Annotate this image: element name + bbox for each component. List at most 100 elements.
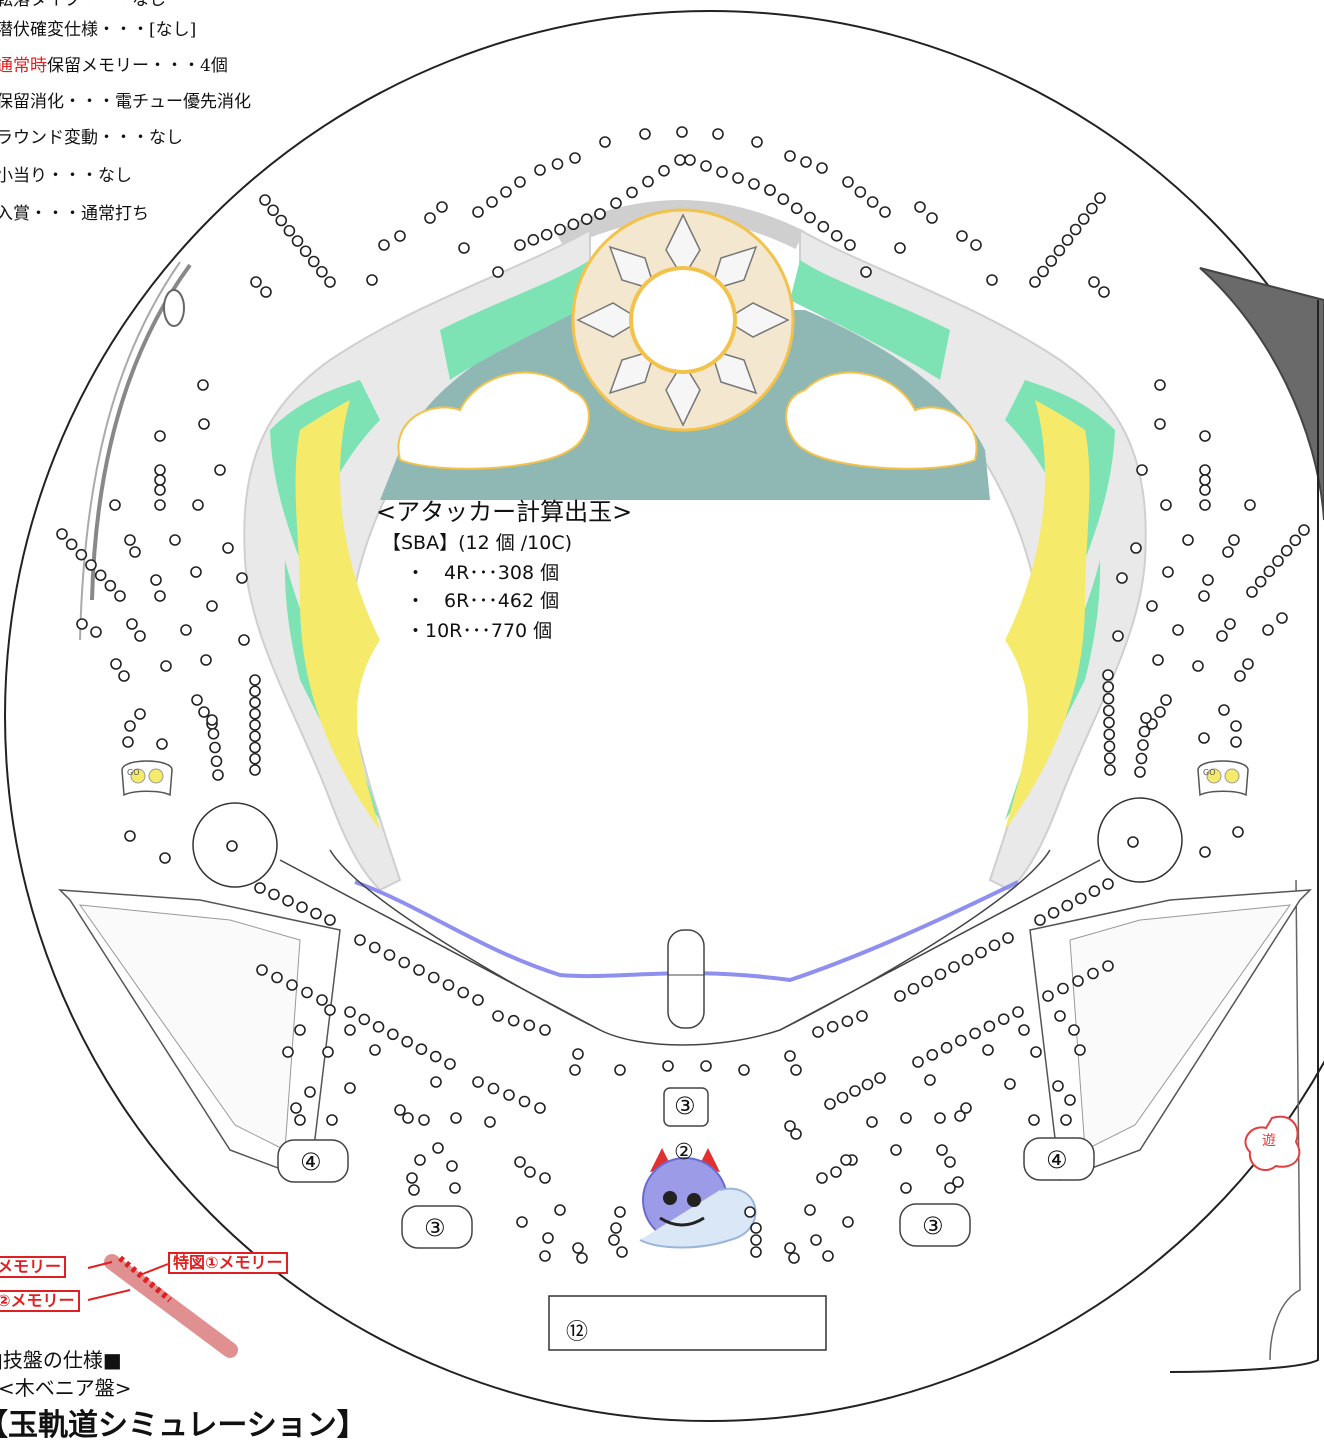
nail-pin [1198,590,1210,602]
go-pocket-left [121,760,173,797]
nail-pin [849,1085,861,1097]
stage-outline [329,849,1051,1046]
nail-pin [310,907,322,920]
right-yellow [1005,400,1090,830]
nail-pin [249,719,261,731]
board-spec-heading: ■技盤の仕様■ [0,1348,122,1372]
go-right-label: GO [1203,768,1216,777]
nail-pin [249,685,261,698]
nail-pin [408,1184,420,1196]
go-left-label: GO [127,768,140,777]
nail-pin [914,201,926,213]
nail-pin [472,1076,484,1088]
nail-pin [639,128,651,140]
nail-pin [126,618,138,630]
nail-pin [934,968,947,981]
nail-pin [700,1060,712,1072]
nail-pin [154,464,166,476]
nail-pin [764,184,776,196]
nail-pin [1112,630,1124,642]
nail-pin [94,569,107,582]
right-mint-upper [790,260,950,380]
nail-pin [1199,474,1211,486]
nail-pin [1154,379,1166,391]
nail-pin [154,590,166,602]
nail-pin [1160,694,1172,706]
spec-line-top: 転落タイプ・・・なし [0,0,166,10]
nail-pin [299,245,312,258]
nail-pin [1030,1046,1042,1058]
nail-pin [1254,575,1267,588]
nail-pin [712,128,724,140]
nail-pin [840,1154,852,1166]
nail-pin [1272,555,1284,567]
nail-pin [249,707,261,720]
nail-pin [249,741,261,754]
nail-pin [1061,899,1073,912]
left-side-decor-inner [78,904,301,1151]
nail-pin [394,230,406,242]
bottom-out-box [548,1295,827,1351]
nail-pin [988,939,1001,952]
nail-pin [1234,670,1246,682]
nail-pin [684,154,696,166]
nail-pin [750,1246,762,1258]
nail-pin [134,630,146,642]
nail-pin [514,239,526,251]
nail-pin [282,1046,294,1058]
right-cloud [785,371,978,470]
nail-pin [1103,728,1116,741]
nail-pin [1152,654,1164,666]
nail-pin [222,542,234,554]
nail-pin [256,964,268,976]
spec-line-4: ラウンド変動・・・なし [0,128,183,148]
nail-pin [983,1020,996,1033]
nail-pin [554,1204,566,1216]
nail-pin [398,956,411,969]
nail-pin [539,1172,551,1184]
nail-pin [1244,499,1256,511]
nail-pin [198,418,210,430]
pocket-left-3: ③ [424,1214,446,1242]
pocket-center-mid: ② [674,1140,694,1165]
nail-pin [394,1104,406,1116]
left-mint-upper [440,260,600,380]
nail-pin [90,626,102,638]
nail-pin [180,624,192,636]
nail-pin [503,1089,515,1101]
nail-pin [1029,276,1041,288]
nail-pin [1198,732,1210,744]
nail-pin [997,1013,1010,1025]
pocket-right-3: ③ [922,1212,944,1240]
nail-pin [1199,499,1211,511]
nail-pin [316,265,328,278]
nail-pin [861,1078,874,1091]
nail-pin [286,979,298,991]
nail-pin [1052,1080,1064,1092]
nail-pin [1130,542,1142,554]
nail-pin [326,1114,338,1126]
nail-pins [56,126,1310,1264]
nail-pin [424,212,436,224]
nail-pin [940,1041,953,1054]
nail-pin [616,1246,628,1258]
nail-pin [934,1112,946,1124]
go-pocket-right [1197,760,1249,797]
nail-pin [572,1048,584,1060]
nail-pin [1028,1114,1040,1126]
nail-pin [1218,704,1230,716]
nail-pin [830,230,843,242]
nail-pin [413,964,425,976]
nail-pin [936,1144,948,1156]
nail-pin [169,534,181,546]
nail-pin [784,1050,796,1062]
nail-pin [1232,826,1244,838]
nail-pin [372,1021,385,1033]
pocket-left-3-shape [401,1205,473,1249]
nail-pin [784,150,796,162]
nail-pin [534,164,546,176]
nail-pin [444,1058,456,1070]
nail-pin [1002,932,1014,944]
nail-pin [866,196,879,208]
